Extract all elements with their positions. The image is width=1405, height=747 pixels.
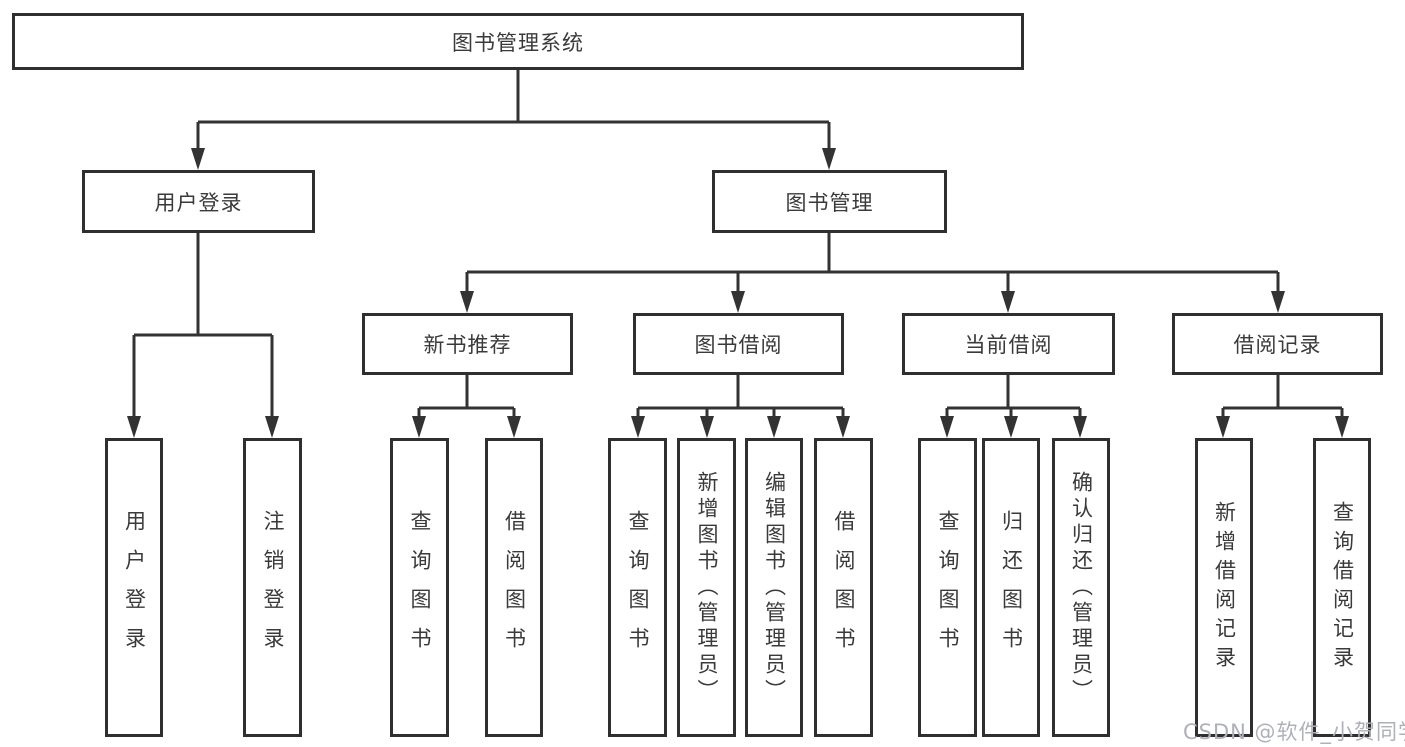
leaf-borrow-books-recommend: 借阅图书	[485, 438, 543, 737]
node-user-login: 用户登录	[82, 170, 315, 233]
connector-root-to-level2	[191, 70, 836, 170]
leaf-query-books-current: 查询图书	[918, 438, 977, 737]
connector-borrow-record-to-leaves	[1216, 375, 1349, 438]
node-root-library-system: 图书管理系统	[12, 13, 1024, 70]
connector-user-login-to-leaves	[127, 233, 279, 438]
node-book-management: 图书管理	[712, 170, 947, 233]
node-current-borrow: 当前借阅	[902, 313, 1115, 375]
connector-current-borrow-to-leaves	[940, 375, 1087, 438]
leaf-query-books-recommend: 查询图书	[390, 438, 449, 737]
leaf-user-login: 用户登录	[105, 438, 163, 737]
connector-book-borrow-to-leaves	[631, 375, 850, 438]
leaf-query-books-borrow: 查询图书	[608, 438, 667, 737]
leaf-edit-books-admin: 编辑图书（管理员）	[745, 438, 803, 737]
leaf-add-borrow-record: 新增借阅记录	[1195, 438, 1253, 737]
node-book-borrow: 图书借阅	[633, 313, 844, 375]
connector-book-mgmt-to-level3	[460, 233, 1285, 313]
leaf-add-books-admin: 新增图书（管理员）	[677, 438, 736, 737]
node-borrow-record: 借阅记录	[1172, 313, 1383, 375]
connector-new-book-to-leaves	[412, 375, 521, 438]
leaf-borrow-books: 借阅图书	[814, 438, 873, 737]
leaf-logout: 注销登录	[243, 438, 302, 737]
leaf-return-books: 归还图书	[982, 438, 1040, 737]
csdn-watermark: CSDN @软件_小贺同学	[1183, 720, 1405, 744]
leaf-confirm-return-admin: 确认归还（管理员）	[1052, 438, 1110, 737]
node-new-book-recommend: 新书推荐	[362, 313, 573, 375]
leaf-query-borrow-record: 查询借阅记录	[1313, 438, 1371, 737]
